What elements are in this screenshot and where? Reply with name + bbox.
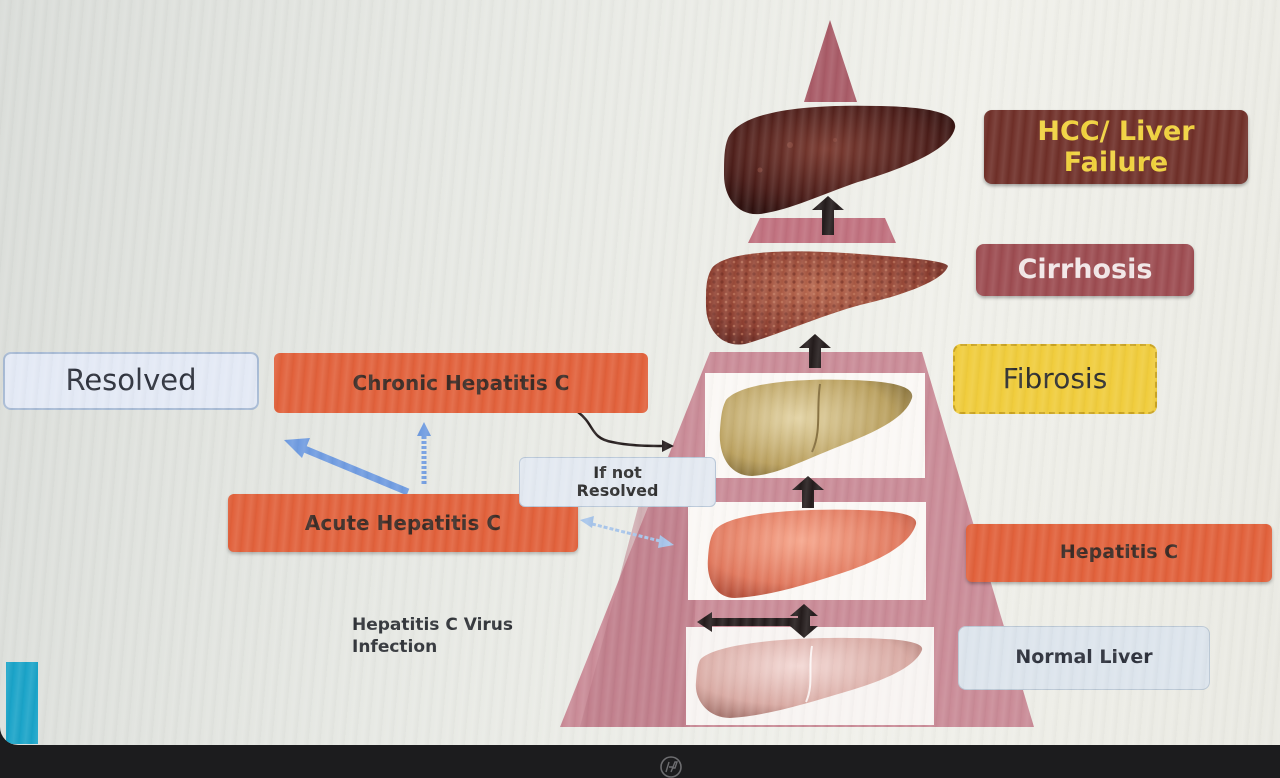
- stage-hcc-liver-failure: HCC/ Liver Failure: [984, 110, 1248, 184]
- stage-fibrosis: Fibrosis: [953, 344, 1157, 414]
- stage-cirrhosis: Cirrhosis: [976, 244, 1194, 296]
- arrow-curve-chronic-to-pyramid: [577, 411, 667, 448]
- hp-logo-icon: [660, 756, 682, 778]
- if-not-line1: If not: [593, 462, 642, 482]
- arrow-double-vertical: [790, 604, 818, 638]
- arrow-acute-to-resolved-shaft: [300, 444, 410, 496]
- arrow-up-to-hcc: [812, 196, 844, 235]
- liver-hepatitis-icon: [707, 509, 917, 598]
- arrow-up-to-cirrhosis: [799, 334, 831, 368]
- hepatitis-progression-diagram: [284, 20, 1034, 727]
- blue-arrows: [284, 422, 674, 548]
- taskbar-strip: [6, 662, 38, 744]
- pyramid-trunk-shade: [580, 500, 700, 727]
- monitor-screen: HCC/ Liver Failure Cirrhosis Fibrosis He…: [0, 0, 1280, 745]
- pathway-resolved: Resolved: [3, 352, 259, 410]
- liver-hcc-icon: [724, 105, 956, 215]
- stage-normal-liver: Normal Liver: [958, 626, 1210, 690]
- if-not-line2: Resolved: [576, 481, 659, 500]
- pathway-if-not-resolved: If not Resolved: [519, 457, 716, 507]
- arrow-curve-head: [662, 440, 674, 452]
- liver-normal-icon: [695, 637, 923, 718]
- arrow-up-to-fibrosis: [792, 476, 824, 508]
- pathway-chronic-hepatitis-c: Chronic Hepatitis C: [274, 353, 648, 413]
- arrow-acute-to-pyramid-head: [658, 535, 674, 548]
- progression-arrows: [697, 196, 844, 638]
- liver-cirrhosis-icon: [706, 251, 948, 345]
- liver-fibrosis-icon: [719, 379, 913, 476]
- virus-infection-label: Hepatitis C Virus Infection: [352, 614, 612, 658]
- arrow-acute-to-resolved-head: [284, 438, 310, 458]
- arrow-acute-to-chronic-head: [417, 422, 431, 436]
- arrow-acute-to-pyramid-tail: [580, 516, 594, 528]
- virus-line1: Hepatitis C Virus: [352, 615, 514, 635]
- arrow-left-horizontal: [697, 612, 800, 632]
- stage-hcc-line1: HCC/ Liver: [1037, 115, 1195, 147]
- stage-hcc-line2: Failure: [1063, 147, 1169, 178]
- stage-hepatitis-c: Hepatitis C: [966, 524, 1272, 582]
- arrow-acute-to-pyramid-shaft: [591, 522, 665, 544]
- virus-line2: Infection: [352, 637, 438, 658]
- pyramid-apex: [804, 20, 857, 102]
